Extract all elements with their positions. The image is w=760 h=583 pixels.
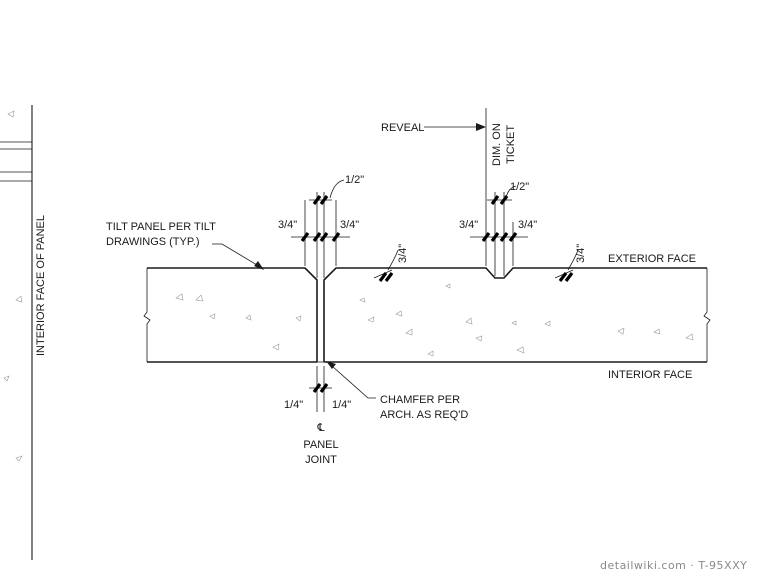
panel-label: PANEL [303, 439, 338, 451]
chamfer-label-line1: CHAMFER PER [380, 394, 460, 406]
watermark: detailwiki.com · T-95XXY [600, 559, 747, 572]
three-quarter-joint-right-label: 3/4" [340, 219, 359, 231]
three-quarter-joint-left-label: 3/4" [278, 219, 297, 231]
three-quarter-reveal-right-label: 3/4" [518, 219, 537, 231]
chamfer-label-line2: ARCH. AS REQ'D [380, 409, 468, 421]
joint-label: JOINT [305, 454, 337, 466]
exterior-face-line [147, 267, 707, 362]
chamfer-dimensions [373, 269, 574, 282]
leaders [212, 123, 579, 399]
break-line-right [703, 268, 711, 362]
joint-dimension-ticks [300, 195, 341, 393]
reveal-label: REVEAL [381, 122, 424, 134]
tilt-panel-section [143, 267, 711, 363]
reveal-dimension-ticks [481, 195, 518, 242]
quarter-inch-right-label: 1/4" [332, 399, 351, 411]
tilt-panel-leader [212, 243, 263, 269]
interior-panel-section [0, 105, 33, 560]
half-inch-left-label: 1/2" [345, 174, 364, 186]
quarter-inch-left-label: 1/4" [284, 399, 303, 411]
exterior-face-label: EXTERIOR FACE [608, 253, 696, 265]
interior-face-of-panel-label: INTERIOR FACE OF PANEL [35, 215, 47, 356]
ticket-label: TICKET [505, 125, 517, 164]
three-quarter-reveal-left-label: 3/4" [459, 219, 478, 231]
three-quarter-chamfer-left-label: 3/4" [397, 244, 409, 263]
three-quarter-chamfer-right-label: 3/4" [575, 244, 587, 263]
tilt-panel-label-line2: DRAWINGS (TYP.) [106, 236, 200, 248]
break-line-left [143, 268, 151, 362]
tilt-panel-label-line1: TILT PANEL PER TILT [106, 221, 216, 233]
reveal-dimension-lines [470, 108, 528, 276]
interior-face-label: INTERIOR FACE [608, 369, 692, 381]
centerline-symbol: ℄ [316, 422, 324, 434]
dim-on-label: DIM. ON [491, 123, 503, 166]
half-inch-right-label: 1/2" [510, 181, 529, 193]
